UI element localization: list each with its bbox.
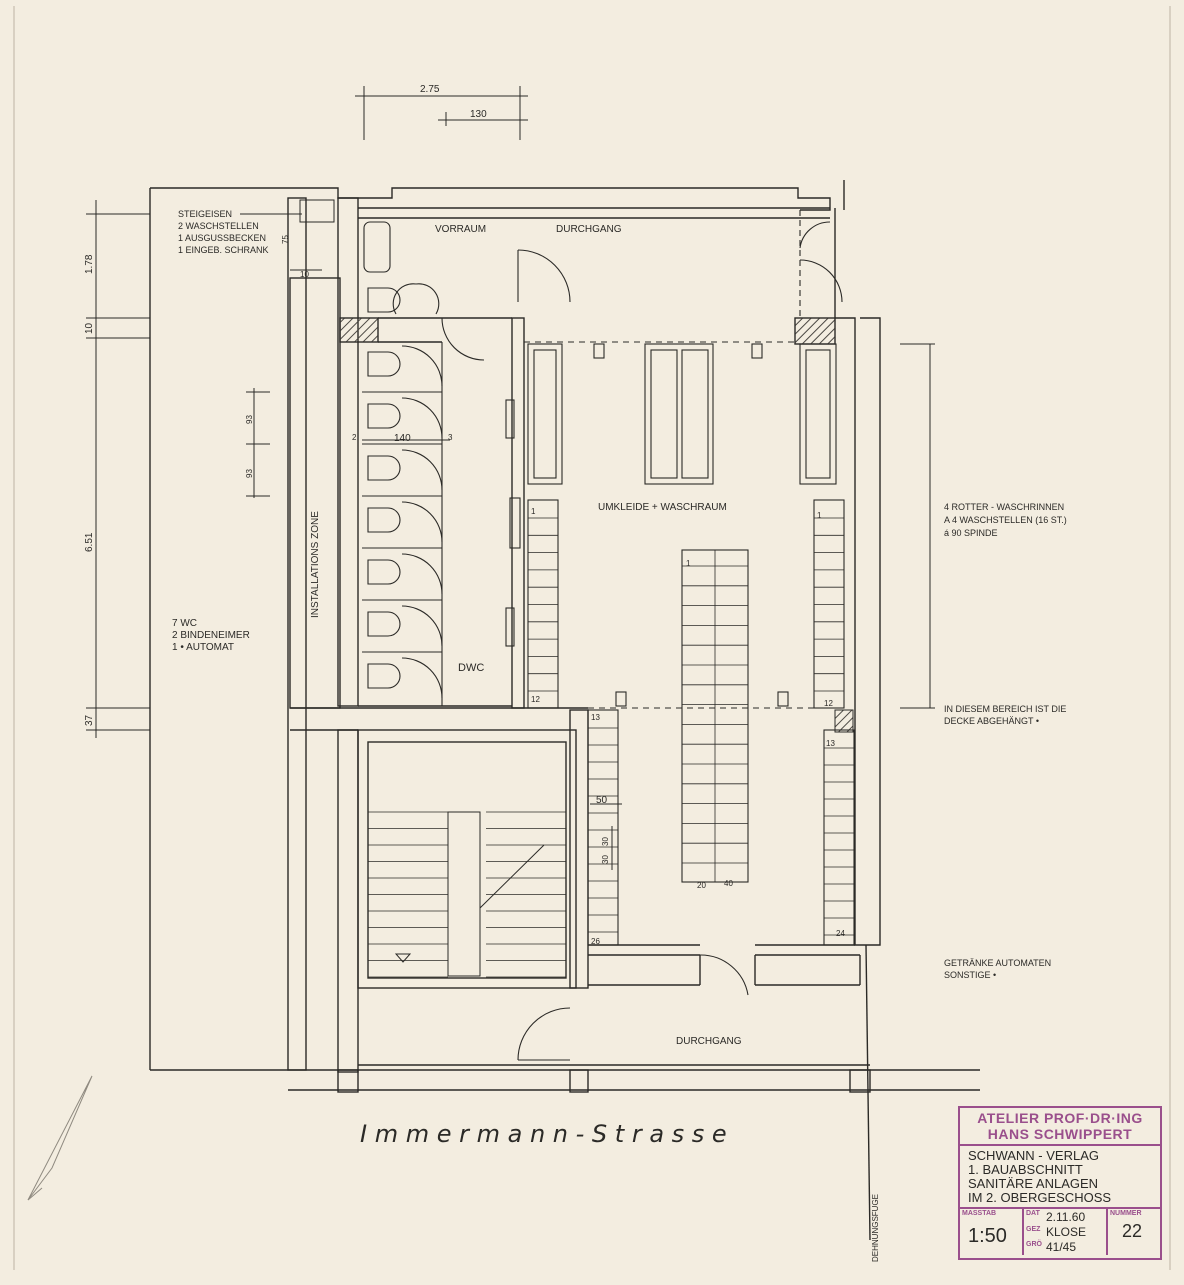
locker-number: 12: [824, 699, 833, 708]
note-line: 1 • AUTOMAT: [172, 642, 234, 653]
number-value: 22: [1122, 1221, 1143, 1241]
notes-right-top: 4 ROTTER - WASCHRINNEN A 4 WASCHSTELLEN …: [944, 502, 1067, 538]
project-line-4: IM 2. OBERGESCHOSS: [968, 1190, 1112, 1205]
note-line: 2 WASCHSTELLEN: [178, 221, 259, 231]
atelier-name-line-2: HANS SCHWIPPERT: [987, 1126, 1133, 1142]
date-caption: DAT: [1026, 1210, 1040, 1217]
dim-2-75: 2.75: [420, 84, 440, 95]
dim-30-upper: 30: [601, 837, 610, 846]
staircase: [394, 811, 545, 977]
note-line: GETRÄNKE AUTOMATEN: [944, 958, 1051, 968]
note-line: á 90 SPINDE: [944, 528, 998, 538]
locker-number: 1: [686, 559, 691, 568]
drawing-number-field: NUMMER 22: [1108, 1209, 1158, 1255]
dim-1-78: 1.78: [84, 254, 95, 274]
size-value: 41/45: [1046, 1240, 1077, 1254]
note-line: 7 WC: [172, 618, 197, 629]
note-line: DECKE ABGEHÄNGT •: [944, 716, 1039, 726]
dim-10-vertical: 10: [84, 322, 95, 334]
north-arrow-sketch: [27, 1075, 93, 1201]
dim-37: 37: [84, 714, 95, 726]
dim-93-upper: 93: [245, 415, 254, 424]
notes-right-mid: IN DIESEM BEREICH IST DIE DECKE ABGEHÄNG…: [944, 704, 1066, 726]
scale-value: 1:50: [968, 1225, 1007, 1247]
dim-75: 75: [281, 235, 290, 244]
label-umkleide-waschraum: UMKLEIDE + WASCHRAUM: [598, 502, 727, 513]
drawn-caption: GEZ: [1026, 1226, 1041, 1233]
note-line: SONSTIGE •: [944, 970, 996, 980]
notes-left-mid: 7 WC 2 BINDENEIMER 1 • AUTOMAT: [172, 618, 250, 653]
note-line: STEIGEISEN: [178, 209, 232, 219]
dim-10-horizontal: 10: [300, 270, 309, 279]
project-line-1: SCHWANN - VERLAG: [968, 1148, 1099, 1163]
scale-caption: MASSTAB: [962, 1210, 997, 1217]
suspended-ceiling-lines: [524, 341, 835, 709]
number-caption: NUMMER: [1110, 1210, 1142, 1217]
note-line: 2 BINDENEIMER: [172, 630, 250, 641]
dim-93-lower: 93: [245, 469, 254, 478]
label-dehnungsfuge: DEHNUNGSFUGE: [871, 1194, 880, 1262]
locker-number: 1: [817, 511, 822, 520]
note-line: 1 AUSGUSSBECKEN: [178, 233, 266, 243]
project-line-3: SANITÄRE ANLAGEN: [968, 1176, 1099, 1191]
label-installations-zone: INSTALLATIONS ZONE: [310, 511, 321, 618]
dim-130: 130: [470, 109, 487, 120]
label-dwc: DWC: [458, 662, 484, 674]
locker-number: 13: [826, 739, 835, 748]
dim-6-51: 6.51: [84, 532, 95, 552]
hatched-columns: [299, 199, 854, 733]
locker-number: 26: [591, 937, 600, 946]
locker-number: 40: [724, 879, 733, 888]
wash-troughs-and-lockers: [527, 343, 855, 946]
label-durchgang-top: DURCHGANG: [556, 224, 622, 235]
dim-2: 2: [352, 433, 357, 442]
note-line: IN DIESEM BEREICH IST DIE: [944, 704, 1066, 714]
locker-number: 12: [531, 695, 540, 704]
dim-140: 140: [394, 433, 411, 444]
dimension-lines: [86, 86, 935, 870]
locker-number: 20: [697, 881, 706, 890]
note-line: 1 EINGEB. SCHRANK: [178, 245, 269, 255]
locker-divisions: [528, 517, 854, 936]
project-description: SCHWANN - VERLAG 1. BAUABSCHNITT SANITÄR…: [960, 1146, 1160, 1209]
drawn-by-value: KLOSE: [1046, 1225, 1087, 1239]
title-block-stamp: ATELIER PROF·DR·ING HANS SCHWIPPERT SCHW…: [958, 1106, 1162, 1260]
label-vorraum: VORRAUM: [435, 224, 486, 235]
date-drawn-field: DAT 2.11.60 GEZ KLOSE GRÖ 41/45: [1024, 1209, 1108, 1255]
street-name: I m m e r m a n n - S t r a s s e: [360, 1120, 727, 1148]
notes-left-top: STEIGEISEN 2 WASCHSTELLEN 1 AUSGUSSBECKE…: [178, 209, 269, 255]
locker-number: 1: [531, 507, 536, 516]
note-line: A 4 WASCHSTELLEN (16 ST.): [944, 515, 1067, 525]
scale-field: MASSTAB 1:50: [960, 1209, 1024, 1255]
dim-50: 50: [596, 795, 608, 806]
size-caption: GRÖ: [1026, 1241, 1042, 1248]
doors: [441, 210, 843, 1061]
walls: [149, 180, 980, 1241]
note-line: 4 ROTTER - WASCHRINNEN: [944, 502, 1064, 512]
notes-right-bottom: GETRÄNKE AUTOMATEN SONSTIGE •: [944, 958, 1051, 980]
wc-cubicles: [362, 221, 521, 706]
atelier-header: ATELIER PROF·DR·ING HANS SCHWIPPERT: [960, 1108, 1160, 1146]
dim-3: 3: [448, 433, 453, 442]
locker-number: 13: [591, 713, 600, 722]
dim-30-lower: 30: [601, 855, 610, 864]
locker-number: 24: [836, 929, 845, 938]
date-value: 2.11.60: [1046, 1210, 1086, 1224]
project-line-2: 1. BAUABSCHNITT: [968, 1162, 1083, 1177]
label-durchgang-bottom: DURCHGANG: [676, 1036, 742, 1047]
stair-treads: [368, 811, 566, 978]
atelier-name-line-1: ATELIER PROF·DR·ING: [977, 1110, 1143, 1126]
title-block-fields: MASSTAB 1:50 DAT 2.11.60 GEZ KLOSE GRÖ 4…: [960, 1209, 1160, 1255]
